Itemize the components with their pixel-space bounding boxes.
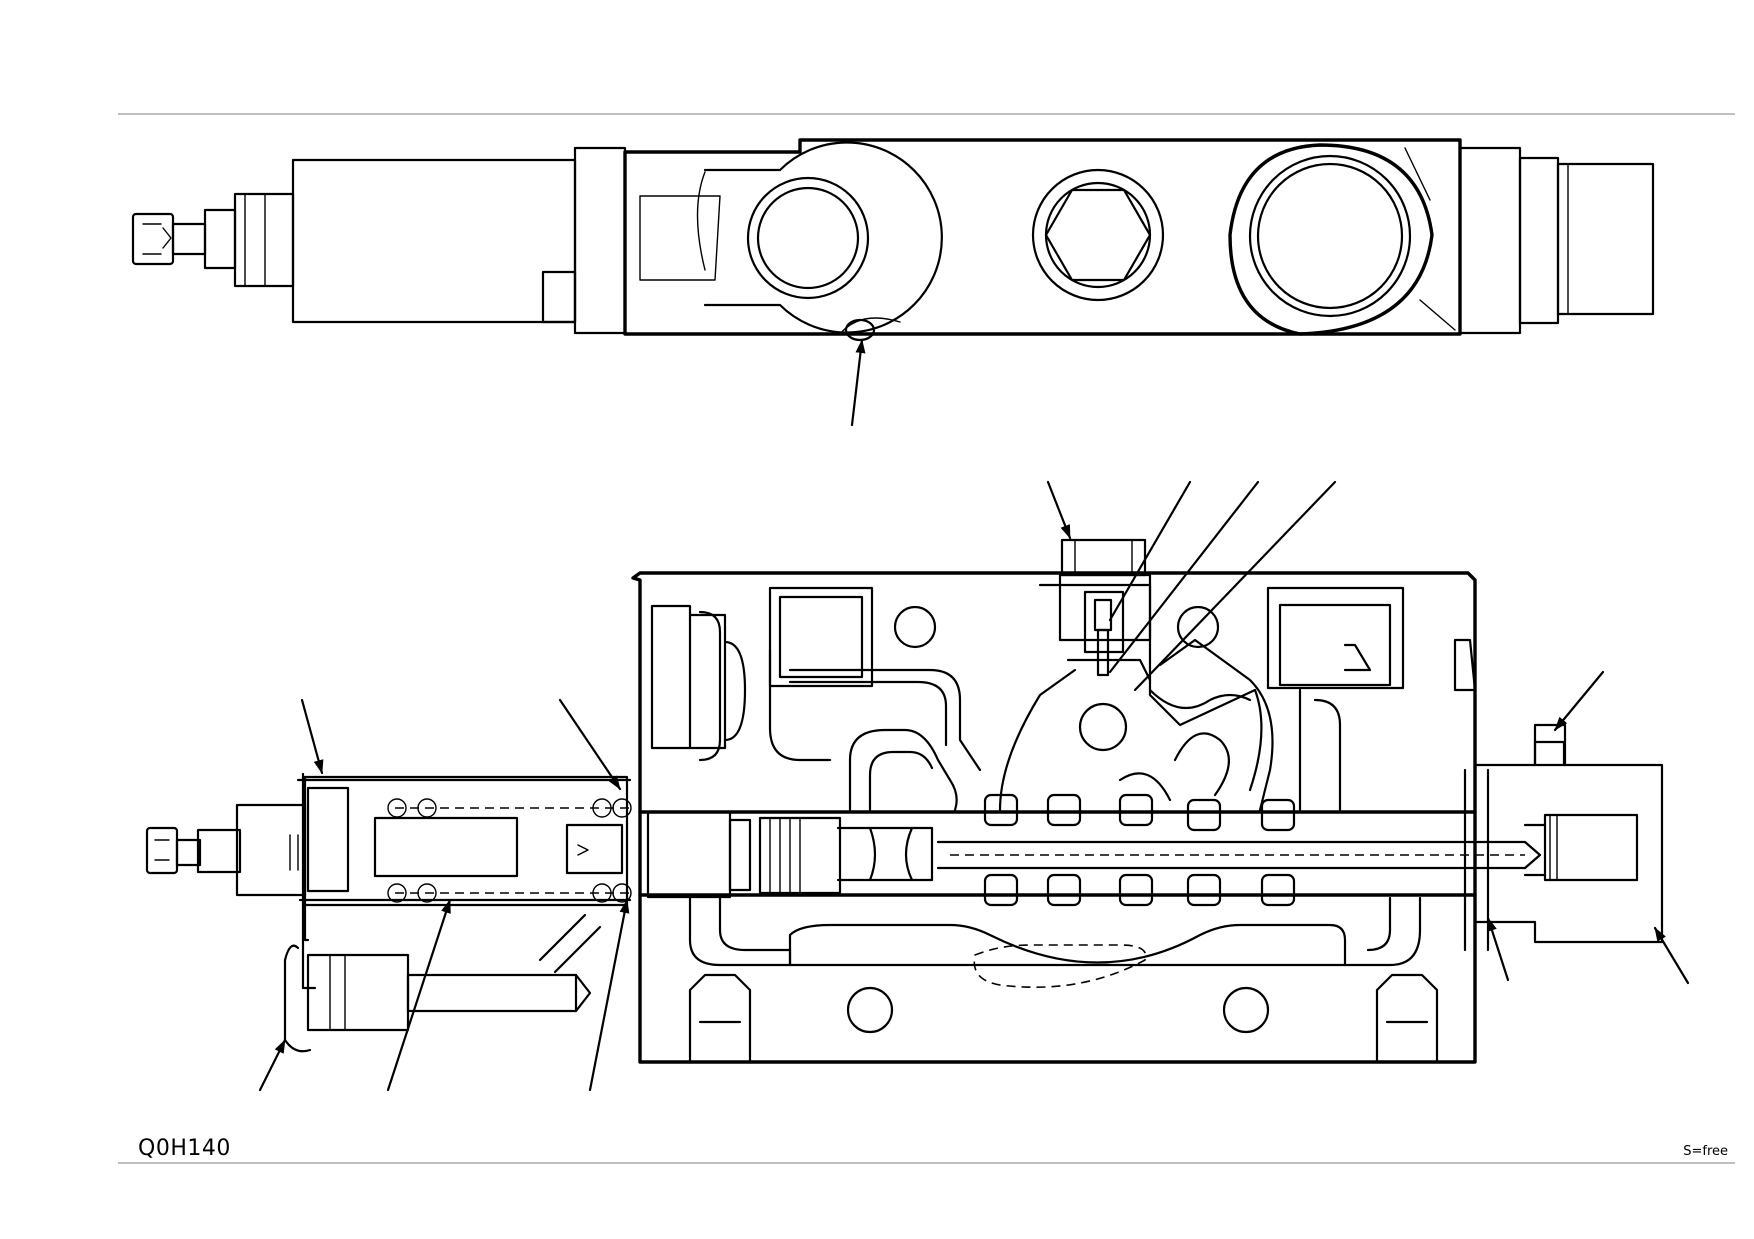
scale-note-label: S=free	[1683, 1144, 1728, 1159]
section-view	[145, 538, 1664, 1064]
top-view	[131, 138, 1655, 427]
leader-lines	[258, 480, 1690, 1092]
figure-id-label: Q0H140	[138, 1136, 231, 1161]
